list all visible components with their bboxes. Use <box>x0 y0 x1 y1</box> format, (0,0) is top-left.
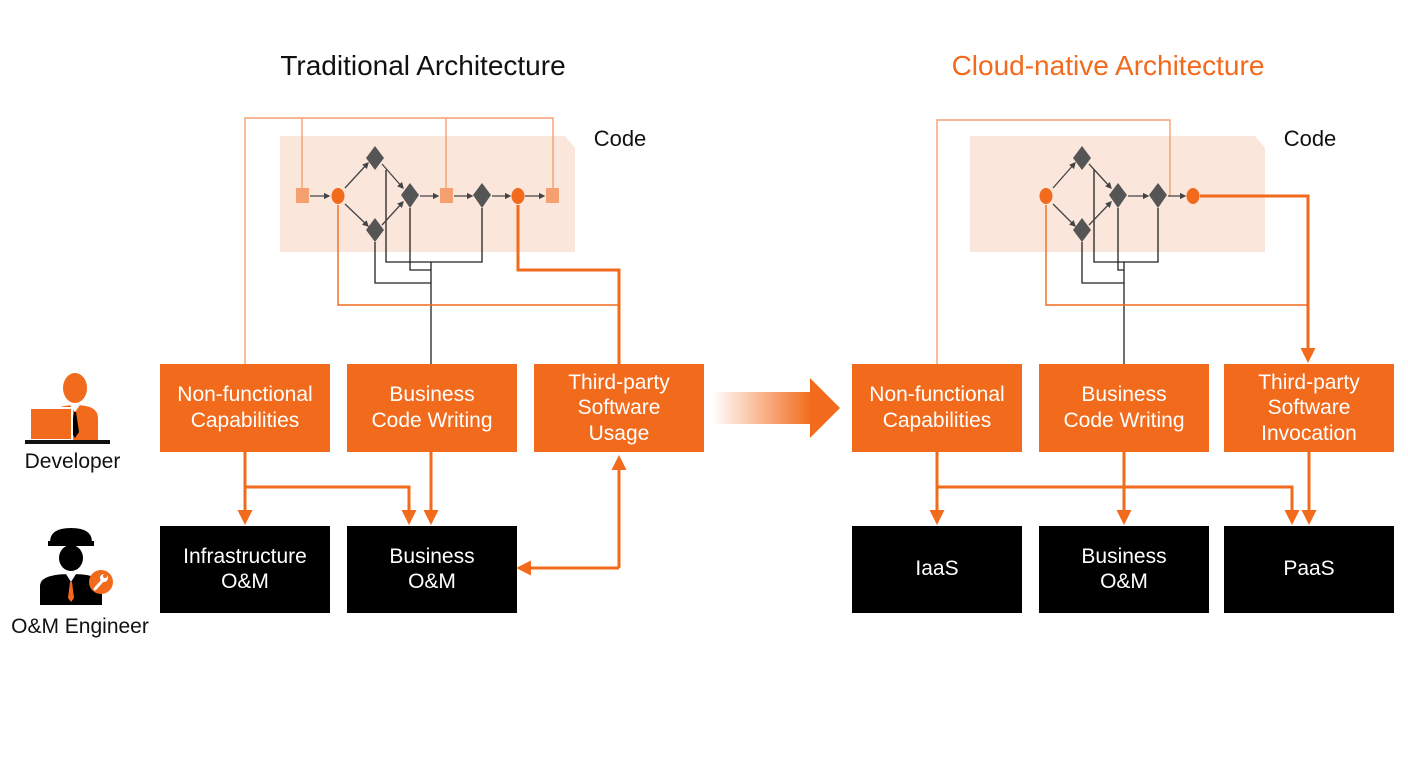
trad-nonfunctional-links <box>244 117 554 366</box>
traditional-title: Traditional Architecture <box>280 50 566 81</box>
trad-orange-links <box>337 205 619 306</box>
om-engineer-label: O&M Engineer <box>11 615 149 638</box>
cloud-paas-box: PaaS <box>1224 526 1394 613</box>
cloud-native-title: Cloud-native Architecture <box>951 50 1265 81</box>
trad-business-links <box>374 170 483 366</box>
box-line: Third-party <box>1258 370 1360 394</box>
cloud-flow-diamond-right <box>1149 183 1167 208</box>
cloud-om-arrows <box>929 452 1317 525</box>
cloud-invocation-link <box>1200 194 1316 363</box>
box-line: O&M <box>1100 569 1148 593</box>
trad-flow-diamond-top <box>366 146 384 170</box>
cloud-flow-orange-node <box>1039 188 1053 204</box>
trad-business-code-box: Business Code Writing <box>347 364 517 452</box>
developer-icon <box>25 373 110 444</box>
trad-flow-square-node <box>440 188 453 203</box>
trad-business-om-box: Business O&M <box>347 526 517 613</box>
trad-om-arrows <box>237 452 627 576</box>
trad-flow-diamond-right <box>473 183 491 208</box>
box-line: Capabilities <box>190 409 300 432</box>
box-line: Capabilities <box>882 409 992 432</box>
cloud-nonfunctional-link <box>936 119 1171 366</box>
box-line: Third-party <box>568 370 670 394</box>
cloud-business-links <box>1081 170 1159 366</box>
gradient-arrow-icon <box>712 378 840 438</box>
trad-flow-diamond-bottom <box>366 218 384 242</box>
box-line: PaaS <box>1283 557 1335 581</box>
box-line: Usage <box>588 421 650 445</box>
traditional-code-label: Code <box>593 126 647 151</box>
trad-thirdparty-box: Third-party Software Usage <box>534 364 704 452</box>
trad-flow-orange-node <box>331 188 345 204</box>
box-line: Business <box>1081 383 1167 407</box>
box-line: Business <box>1081 545 1167 569</box>
cloud-flow-diamond-top <box>1073 146 1091 170</box>
cloud-orange-link <box>1045 205 1308 306</box>
trad-thirdparty-link <box>516 205 621 366</box>
cloud-code-label: Code <box>1283 126 1337 151</box>
cloud-thirdparty-box: Third-party Software Invocation <box>1224 364 1394 452</box>
cloud-flow-orange-node-2 <box>1186 188 1200 204</box>
box-line: Infrastructure <box>183 545 307 569</box>
trad-flow-diamond-merge <box>401 183 419 208</box>
box-line: Code Writing <box>371 409 493 432</box>
box-line: Code Writing <box>1063 409 1185 432</box>
cloud-iaas-box: IaaS <box>852 526 1022 613</box>
cloud-flow-diamond-bottom <box>1073 218 1091 242</box>
box-line: O&M <box>408 569 456 593</box>
cloud-business-om-box: Business O&M <box>1039 526 1209 613</box>
box-line: Non-functional <box>869 383 1005 407</box>
box-line: Business <box>389 383 475 407</box>
trad-infrastructure-om-box: Infrastructure O&M <box>160 526 330 613</box>
trad-nonfunctional-box: Non-functional Capabilities <box>160 364 330 452</box>
developer-label: Developer <box>24 450 121 473</box>
trad-code-region <box>280 136 575 252</box>
box-line: Invocation <box>1261 421 1357 445</box>
box-line: Software <box>1267 396 1351 420</box>
cloud-flow-diamond-merge <box>1109 183 1127 208</box>
trad-flow-start-node <box>296 188 309 203</box>
cloud-flow <box>1039 146 1200 242</box>
trad-flow-end-node <box>546 188 559 203</box>
cloud-business-code-box: Business Code Writing <box>1039 364 1209 452</box>
cloud-nonfunctional-box: Non-functional Capabilities <box>852 364 1022 452</box>
om-engineer-icon <box>40 528 113 605</box>
box-line: Software <box>577 396 661 420</box>
trad-flow <box>296 146 559 242</box>
trad-flow-orange-node-2 <box>511 188 525 204</box>
box-line: Business <box>389 545 475 569</box>
box-line: Non-functional <box>177 383 313 407</box>
box-line: IaaS <box>915 557 959 581</box>
box-line: O&M <box>221 569 269 593</box>
